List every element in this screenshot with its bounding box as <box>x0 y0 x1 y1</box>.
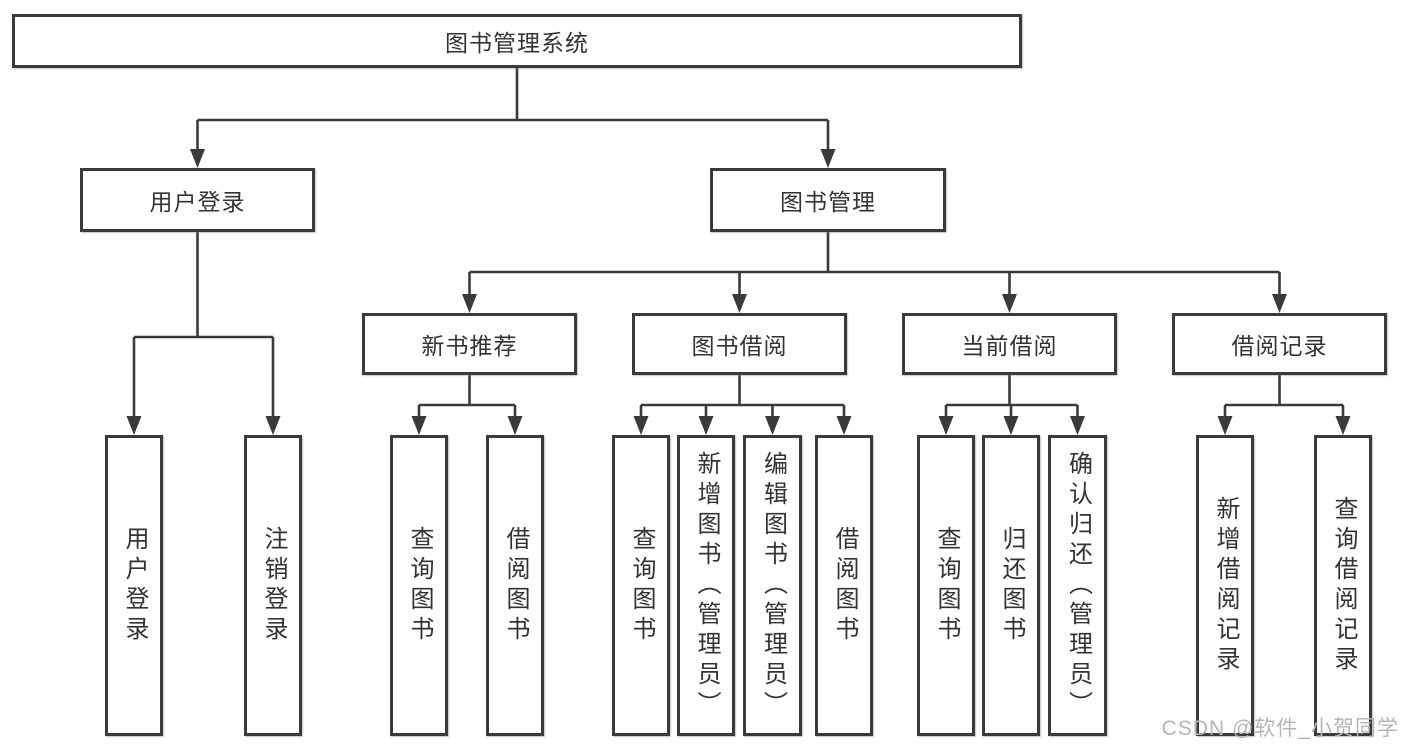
node-current-borrowing: 当前借阅 <box>902 313 1117 375</box>
arrowhead <box>732 294 747 313</box>
arrowhead <box>1003 416 1019 435</box>
leaf-bb-edit-books-admin: 编辑图书（管理员） <box>743 435 802 736</box>
leaf-cb-query-books: 查询图书 <box>917 435 975 736</box>
leaf-nbr-query-books: 查询图书 <box>390 435 448 736</box>
node-book-borrowing: 图书借阅 <box>632 313 847 375</box>
arrowhead <box>1272 294 1287 313</box>
watermark: CSDN @软件_小贺同学 <box>1161 717 1399 740</box>
node-user-login: 用户登录 <box>80 168 315 232</box>
leaf-nbr-borrow-books: 借阅图书 <box>486 435 544 736</box>
arrowhead <box>938 416 954 435</box>
arrowhead <box>1002 294 1017 313</box>
edge-current-borrowing-children <box>938 375 1085 435</box>
node-book-management-system: 图书管理系统 <box>12 14 1022 68</box>
node-new-book-recommend: 新书推荐 <box>362 313 577 375</box>
leaf-cb-confirm-return-admin: 确认归还（管理员） <box>1048 435 1107 736</box>
arrowhead <box>820 149 836 168</box>
leaf-bb-borrow-books: 借阅图书 <box>815 435 873 736</box>
arrowhead <box>1217 416 1233 435</box>
edge-borrowing-records-children <box>1217 375 1351 435</box>
edge-new-book-recommend-children <box>411 375 523 435</box>
arrowhead <box>633 416 649 435</box>
leaf-br-add-record: 新增借阅记录 <box>1196 435 1254 736</box>
node-book-management: 图书管理 <box>710 168 946 232</box>
leaf-logout: 注销登录 <box>244 435 302 736</box>
arrowhead <box>190 149 205 168</box>
arrowhead <box>411 416 427 435</box>
arrowhead <box>698 416 714 435</box>
arrowhead <box>126 416 142 435</box>
leaf-cb-return-books: 归还图书 <box>982 435 1040 736</box>
arrowhead <box>265 416 281 435</box>
edge-root-to-level2 <box>190 68 836 168</box>
leaf-bb-query-books: 查询图书 <box>612 435 670 736</box>
arrowhead <box>507 416 523 435</box>
arrowhead <box>1070 416 1085 435</box>
edge-book-borrowing-children <box>633 375 852 435</box>
leaf-bb-add-books-admin: 新增图书（管理员） <box>677 435 735 736</box>
arrowhead <box>1335 416 1351 435</box>
edge-user-login-children <box>126 232 281 435</box>
arrowhead <box>836 416 852 435</box>
node-borrowing-records: 借阅记录 <box>1172 313 1387 375</box>
edge-book-management-children <box>462 232 1287 313</box>
leaf-br-query-record: 查询借阅记录 <box>1314 435 1372 736</box>
arrowhead <box>462 294 477 313</box>
leaf-user-login: 用户登录 <box>105 435 163 736</box>
arrowhead <box>765 416 780 435</box>
